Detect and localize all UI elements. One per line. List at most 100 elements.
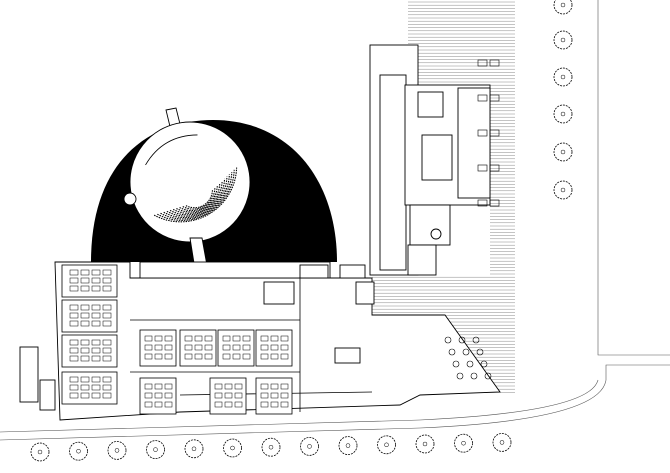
tree-icon bbox=[454, 433, 473, 453]
desk bbox=[80, 347, 90, 354]
tree-icon bbox=[146, 440, 165, 460]
desk bbox=[69, 347, 79, 354]
table bbox=[477, 59, 488, 67]
desk bbox=[204, 353, 213, 360]
seat-row bbox=[166, 176, 228, 217]
desk bbox=[280, 344, 289, 351]
tree-icon bbox=[30, 442, 50, 462]
desk bbox=[91, 304, 101, 311]
classroom bbox=[61, 371, 118, 405]
desk bbox=[91, 347, 101, 354]
tree-trunk bbox=[307, 444, 312, 449]
desk bbox=[144, 392, 153, 399]
cafe-table bbox=[452, 360, 460, 368]
desk bbox=[80, 277, 90, 284]
desk bbox=[164, 353, 173, 360]
desk bbox=[270, 401, 279, 408]
desk bbox=[69, 376, 79, 383]
tree-icon bbox=[107, 440, 127, 460]
desk bbox=[91, 355, 101, 362]
desk bbox=[224, 392, 233, 399]
desk bbox=[69, 392, 79, 399]
classroom bbox=[209, 377, 247, 415]
cafe-table bbox=[462, 348, 470, 356]
desk bbox=[154, 383, 163, 390]
desk bbox=[280, 353, 289, 360]
desk bbox=[280, 383, 289, 390]
desk bbox=[260, 401, 269, 408]
desk bbox=[102, 285, 112, 292]
desk bbox=[214, 401, 223, 408]
cafe-table bbox=[484, 372, 492, 380]
cafe-table bbox=[466, 360, 474, 368]
desk bbox=[222, 335, 231, 342]
classroom bbox=[217, 329, 255, 367]
desk bbox=[69, 384, 79, 391]
tree-trunk bbox=[230, 445, 235, 451]
tree-trunk bbox=[560, 111, 566, 117]
desk bbox=[242, 353, 251, 360]
classroom bbox=[255, 329, 293, 367]
north-building bbox=[369, 44, 491, 276]
desk bbox=[80, 320, 90, 327]
tree-icon bbox=[415, 434, 435, 454]
cafe-table bbox=[444, 336, 452, 344]
desk bbox=[144, 401, 153, 408]
tree-trunk bbox=[153, 447, 158, 452]
tree-trunk bbox=[76, 448, 81, 454]
desk bbox=[69, 285, 79, 292]
desk bbox=[80, 304, 90, 311]
desk bbox=[164, 344, 173, 351]
desk bbox=[260, 392, 269, 399]
desk bbox=[91, 285, 101, 292]
desk bbox=[102, 277, 112, 284]
classrooms bbox=[61, 59, 500, 415]
tree-icon bbox=[553, 30, 573, 50]
seat-row bbox=[153, 167, 238, 223]
desk bbox=[280, 335, 289, 342]
seat-row bbox=[163, 174, 230, 219]
desk bbox=[234, 401, 243, 408]
tree-icon bbox=[377, 435, 396, 455]
cafe-table bbox=[458, 336, 466, 344]
desk bbox=[224, 401, 233, 408]
tree-trunk bbox=[37, 449, 43, 455]
desk bbox=[234, 392, 243, 399]
desk bbox=[102, 304, 112, 311]
desk bbox=[242, 344, 251, 351]
desk bbox=[80, 355, 90, 362]
desk bbox=[69, 320, 79, 327]
tree-icon bbox=[553, 180, 573, 200]
tree-icon bbox=[553, 104, 573, 124]
tree-trunk bbox=[114, 448, 120, 453]
auditorium-seating bbox=[145, 134, 238, 223]
tree-trunk bbox=[560, 74, 566, 80]
desk bbox=[194, 353, 203, 360]
desk bbox=[91, 269, 101, 276]
seat-row bbox=[185, 190, 213, 209]
desk bbox=[260, 344, 269, 351]
seat-row bbox=[157, 169, 235, 221]
desk bbox=[102, 347, 112, 354]
seat-row bbox=[172, 181, 223, 214]
desk bbox=[214, 392, 223, 399]
desk bbox=[232, 353, 241, 360]
tree-icon bbox=[492, 432, 512, 452]
desk bbox=[204, 344, 213, 351]
site-boundary bbox=[0, 0, 670, 441]
table bbox=[477, 199, 488, 207]
table bbox=[477, 129, 488, 137]
tree-trunk bbox=[560, 187, 566, 193]
auditorium-side-stair bbox=[123, 192, 137, 206]
desk bbox=[91, 384, 101, 391]
tree-trunk bbox=[461, 440, 466, 446]
desk bbox=[270, 344, 279, 351]
desk bbox=[144, 353, 153, 360]
desk bbox=[154, 401, 163, 408]
desk bbox=[164, 401, 173, 408]
cafe-table bbox=[456, 372, 464, 380]
tree-trunk bbox=[560, 37, 566, 43]
classroom bbox=[61, 334, 118, 368]
desk bbox=[154, 392, 163, 399]
desk bbox=[80, 269, 90, 276]
